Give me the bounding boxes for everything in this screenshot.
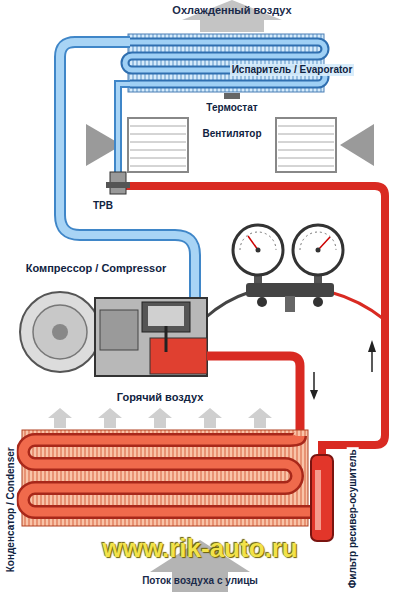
- evaporator-coil: [125, 34, 325, 92]
- flow-arrow: [310, 390, 318, 400]
- compressor: [20, 292, 207, 376]
- part-label: Фильтр ресивер-осушитель: [346, 447, 358, 590]
- liquid-pipe: [126, 186, 385, 458]
- discharge-pipe: [207, 356, 300, 436]
- flow-arrow: [371, 350, 373, 372]
- air-arrow: [340, 124, 374, 166]
- air-label: Горячий воздух: [115, 391, 206, 404]
- part-label: Испаритель / Evaporator: [230, 64, 355, 76]
- thermostat-sensor: [224, 93, 240, 99]
- air-arrow: [48, 408, 272, 428]
- part-label: ТРВ: [91, 200, 115, 212]
- condenser-coil: [22, 430, 312, 526]
- part-label: Конденсатор / Condenser: [4, 446, 16, 575]
- part-label: Термостат: [204, 102, 259, 114]
- air-label: Охлажденный воздух: [170, 4, 293, 17]
- watermark: www.rik-auto.ru: [100, 534, 300, 564]
- air-label: Поток воздуха с улицы: [140, 575, 260, 587]
- flow-arrow: [313, 372, 315, 392]
- part-label: Компрессор / Compressor: [24, 262, 168, 275]
- manifold-gauges: [205, 225, 385, 320]
- fan: [128, 118, 336, 172]
- receiver-drier: [311, 455, 333, 541]
- expansion-valve: [106, 172, 130, 194]
- part-label: Вентилятор: [200, 128, 263, 140]
